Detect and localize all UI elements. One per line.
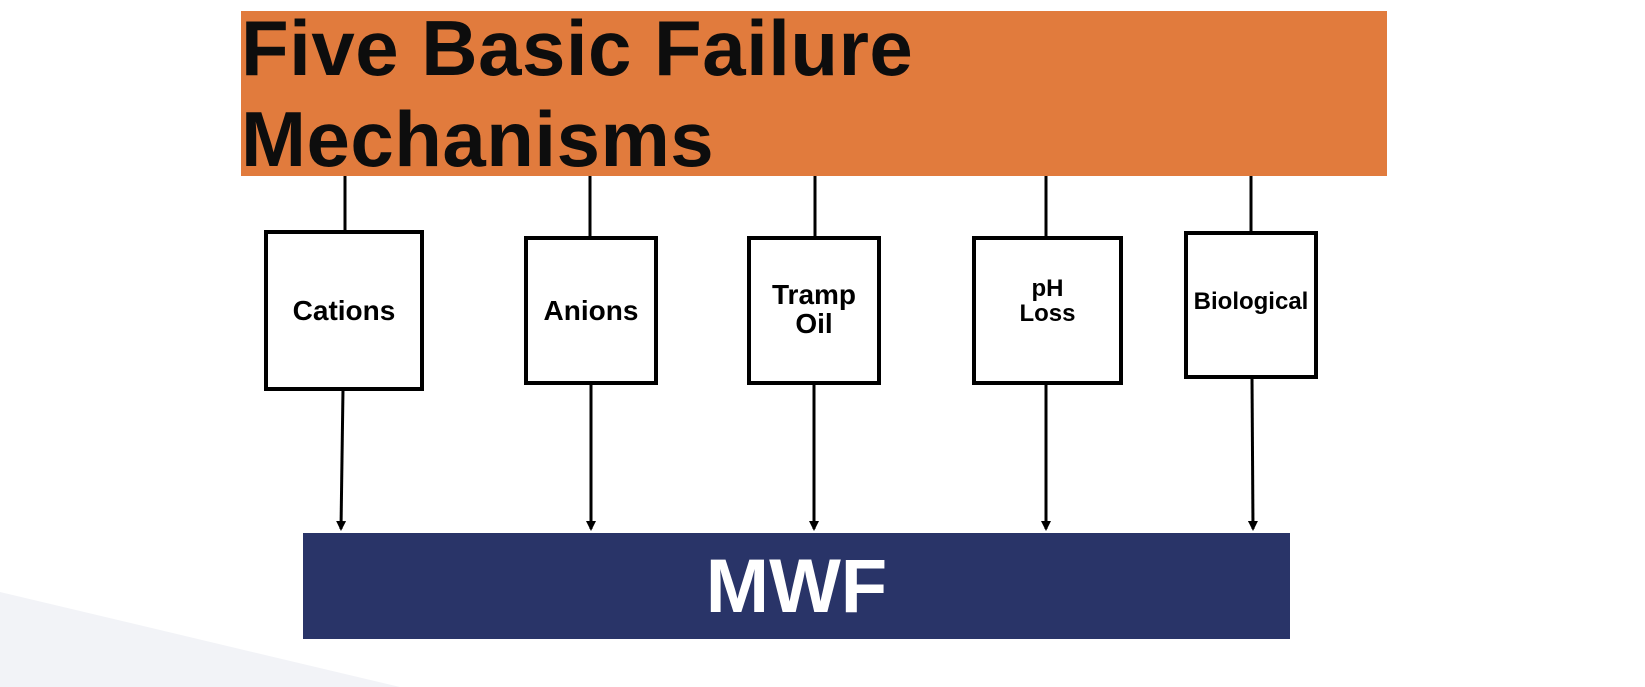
mechanism-box-anions: Anions xyxy=(524,236,658,385)
mechanism-label: Biological xyxy=(1193,288,1309,316)
diagram-title: Five Basic Failure Mechanisms xyxy=(241,3,914,183)
title-bar: Five Basic Failure Mechanisms xyxy=(241,4,1387,183)
mechanism-box-tramp-oil: Tramp Oil xyxy=(747,236,881,385)
mechanism-label: Anions xyxy=(543,294,639,326)
mechanism-box-biological: Biological xyxy=(1184,231,1318,379)
arrow-biological xyxy=(1247,376,1258,531)
target-bar: MWF xyxy=(303,533,1290,639)
target-label: MWF xyxy=(705,543,888,629)
mechanism-box-cations: Cations xyxy=(264,230,424,391)
mechanism-label: Tramp Oil xyxy=(771,279,857,340)
mechanism-label: pH Loss xyxy=(1019,275,1076,328)
arrow-cations xyxy=(336,388,347,531)
mechanism-label: Cations xyxy=(292,294,396,326)
mechanism-box-ph-loss: pH Loss xyxy=(972,236,1123,385)
